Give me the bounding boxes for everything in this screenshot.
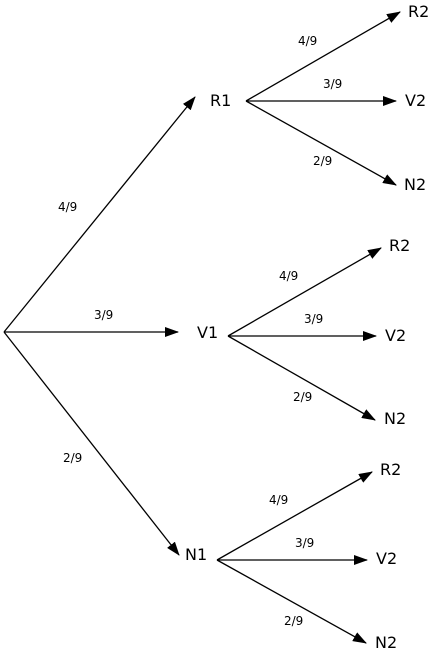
- branch-r1-to-r2: [245, 11, 401, 102]
- prob-label-r1-r2: 4/9: [298, 34, 317, 48]
- branch-n1-to-r2: [216, 471, 373, 561]
- branch-root-to-r1: [3, 96, 196, 333]
- prob-label-n1-v2: 3/9: [295, 536, 314, 550]
- node-r1-r2: R2: [408, 2, 429, 21]
- prob-label-r1-n2: 2/9: [313, 154, 332, 168]
- node-v1-r2: R2: [389, 236, 410, 255]
- prob-label-v1-r2: 4/9: [279, 269, 298, 283]
- prob-label-root-n1: 2/9: [63, 451, 82, 465]
- prob-label-root-r1: 4/9: [58, 200, 77, 214]
- prob-label-v1-n2: 2/9: [293, 390, 312, 404]
- prob-label-n1-n2: 2/9: [284, 614, 303, 628]
- prob-label-n1-r2: 4/9: [269, 493, 288, 507]
- node-n1: N1: [185, 545, 207, 564]
- prob-label-root-v1: 3/9: [94, 308, 113, 322]
- node-r1-n2: N2: [404, 175, 426, 194]
- branch-r1-to-n2: [245, 100, 397, 186]
- node-v1-v2: V2: [385, 326, 406, 345]
- branch-root-to-n1: [3, 331, 180, 556]
- node-v1: V1: [197, 323, 218, 342]
- branch-n1-to-n2: [216, 559, 367, 644]
- branch-v1-to-n2: [227, 335, 376, 421]
- node-v1-n2: N2: [384, 409, 406, 428]
- node-n1-v2: V2: [376, 549, 397, 568]
- node-n1-r2: R2: [380, 460, 401, 479]
- node-r1: R1: [210, 91, 231, 110]
- prob-label-v1-v2: 3/9: [304, 312, 323, 326]
- node-r1-v2: V2: [405, 91, 426, 110]
- node-n1-n2: N2: [375, 633, 397, 652]
- prob-label-r1-v2: 3/9: [323, 77, 342, 91]
- branch-v1-to-r2: [227, 247, 382, 337]
